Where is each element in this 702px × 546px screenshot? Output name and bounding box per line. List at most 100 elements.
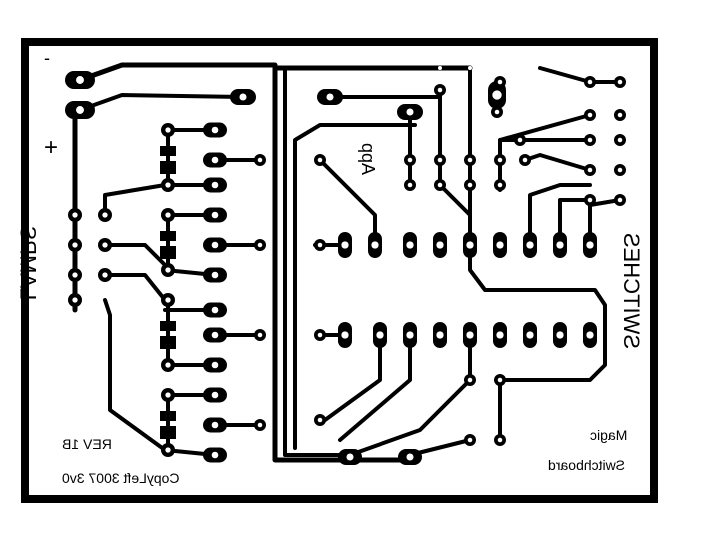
drill-hole (436, 331, 444, 339)
drill-hole (341, 241, 349, 249)
rev-label: REV 1B (62, 436, 112, 452)
drill-hole (406, 331, 414, 339)
drill-hole (617, 112, 623, 118)
drill-hole (587, 112, 593, 118)
drill-hole (437, 87, 443, 93)
drill-hole (522, 157, 528, 163)
drill-hole (492, 90, 502, 100)
trace (438, 183, 607, 442)
trace (318, 158, 377, 242)
drill-hole (437, 157, 443, 163)
drill-hole (211, 241, 219, 249)
drill-hole (165, 297, 171, 303)
drill-hole (341, 331, 349, 339)
drill-hole (556, 331, 564, 339)
plus-label: + (44, 134, 59, 161)
drill-hole (617, 79, 623, 85)
trace (558, 198, 592, 242)
drill-hole (556, 241, 564, 249)
drill-hole (587, 137, 593, 143)
drill-hole (211, 451, 219, 459)
trace (78, 93, 245, 112)
drill-hole (466, 331, 474, 339)
drill-hole (587, 167, 593, 173)
drill-hole (586, 331, 594, 339)
drill-hole (165, 392, 171, 398)
drill-hole (406, 241, 414, 249)
drill-hole (72, 272, 78, 278)
drill-hole (467, 182, 473, 188)
trace (323, 328, 382, 422)
drill-hole (587, 79, 593, 85)
drill-hole (517, 137, 523, 143)
drill-hole (317, 157, 323, 163)
drill-hole (165, 212, 171, 218)
drill-hole (437, 182, 443, 188)
drill-hole (617, 197, 623, 203)
drill-hole (497, 182, 503, 188)
drill-hole (76, 76, 84, 84)
minus-label: - (44, 48, 50, 68)
trace (293, 123, 417, 450)
drill-hole (468, 66, 472, 70)
trace (498, 113, 592, 192)
trace (103, 243, 167, 267)
drill-hole (317, 242, 323, 248)
trace (103, 273, 167, 302)
copper-traces (72, 62, 622, 463)
drill-hole (165, 127, 171, 133)
drill-hole (467, 377, 473, 383)
drill-hole (407, 182, 413, 188)
drill-hole (211, 361, 219, 369)
drill-hole (102, 242, 108, 248)
drill-hole (317, 417, 323, 423)
drill-hole (317, 332, 323, 338)
switchboard-label: Switchboard (548, 457, 626, 473)
drill-hole (617, 167, 623, 173)
drill-hole (72, 212, 78, 218)
drill-hole (102, 272, 108, 278)
trace (103, 298, 167, 452)
magic-label: Magic (590, 427, 628, 443)
drill-hole (211, 391, 219, 399)
drill-hole (498, 66, 502, 70)
app-label: App (358, 142, 379, 176)
drill-hole (165, 267, 171, 273)
drill-hole (165, 447, 171, 453)
drill-hole (436, 241, 444, 249)
switches-label: SWITCHES (619, 232, 645, 350)
drill-hole (496, 241, 504, 249)
trace (103, 183, 167, 217)
drill-hole (494, 109, 500, 115)
trace (77, 62, 403, 463)
drill-hole (211, 331, 219, 339)
drill-hole (211, 306, 219, 314)
drill-hole (257, 242, 263, 248)
drill-hole (239, 93, 247, 101)
drill-hole (438, 66, 442, 70)
drill-hole (617, 137, 623, 143)
components (160, 130, 176, 455)
drill-hole (326, 93, 334, 101)
drill-hole (211, 156, 219, 164)
drill-hole (165, 362, 171, 368)
trace (523, 153, 592, 172)
drill-hole (497, 79, 503, 85)
copyleft-label: CopyLeft 3007 3v0 (62, 470, 180, 486)
drill-hole (586, 241, 594, 249)
trace (538, 66, 622, 84)
trace (283, 66, 352, 457)
drill-hole (467, 157, 473, 163)
drill-hole (371, 241, 379, 249)
drill-hole (102, 212, 108, 218)
drill-hole (376, 331, 384, 339)
drill-hole (406, 108, 414, 116)
drill-hole (211, 126, 219, 134)
drill-hole (467, 437, 473, 443)
drill-hole (346, 453, 354, 461)
drill-hole (257, 332, 263, 338)
trace (348, 378, 472, 457)
drill-hole (211, 181, 219, 189)
trace (528, 183, 592, 242)
